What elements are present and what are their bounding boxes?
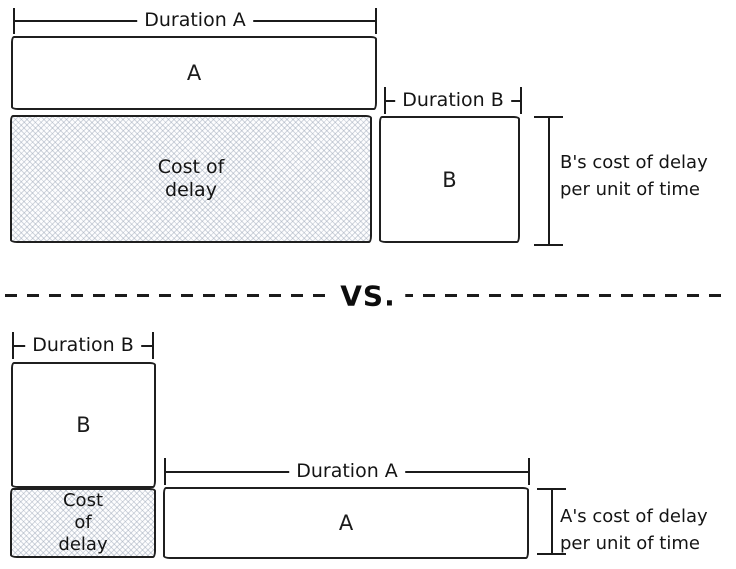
top-task-b-box: B — [379, 116, 520, 243]
vs-label: VS. — [330, 277, 406, 315]
bracket-tick — [528, 458, 530, 485]
bracket-tick — [152, 332, 154, 359]
bottom-duration-b-bracket: Duration B — [12, 332, 154, 359]
bottom-cost-of-delay-box: Cost of delay — [10, 488, 156, 558]
bottom-task-b-label: B — [76, 413, 91, 437]
bracket-tick — [520, 87, 522, 114]
top-duration-a-bracket: Duration A — [13, 8, 377, 34]
bottom-task-a-label: A — [338, 511, 354, 535]
bottom-a-rate-bracket — [537, 488, 566, 555]
bottom-duration-b-label: Duration B — [25, 333, 141, 356]
label-line: A's cost of delay — [560, 506, 708, 527]
top-b-rate-label: B's cost of delay per unit of time — [560, 149, 708, 203]
bottom-duration-a-label: Duration A — [289, 459, 405, 482]
bracket-tick — [375, 8, 377, 34]
bottom-task-b-box: B — [11, 362, 156, 488]
top-cost-of-delay-label: Cost of delay — [157, 155, 225, 201]
top-cost-of-delay-box: Cost of delay — [10, 115, 372, 243]
top-task-b-label: B — [442, 167, 457, 192]
label-line: B's cost of delay — [560, 152, 708, 173]
bottom-a-rate-label: A's cost of delay per unit of time — [560, 503, 708, 557]
bottom-task-a-box: A — [163, 487, 529, 559]
bracket-line — [550, 489, 553, 554]
label-line: per unit of time — [560, 179, 700, 200]
top-task-a-label: A — [186, 61, 202, 85]
label-line: per unit of time — [560, 533, 700, 554]
top-duration-a-label: Duration A — [137, 9, 253, 32]
bracket-line — [547, 117, 550, 245]
top-duration-b-bracket: Duration B — [384, 87, 522, 114]
top-b-rate-bracket — [534, 116, 563, 246]
bracket-tick — [537, 553, 566, 555]
bracket-tick — [534, 244, 563, 246]
top-duration-b-label: Duration B — [395, 88, 511, 111]
top-task-a-box: A — [11, 36, 377, 110]
bottom-duration-a-bracket: Duration A — [164, 458, 530, 485]
bottom-cost-of-delay-label: Cost of delay — [58, 489, 108, 556]
